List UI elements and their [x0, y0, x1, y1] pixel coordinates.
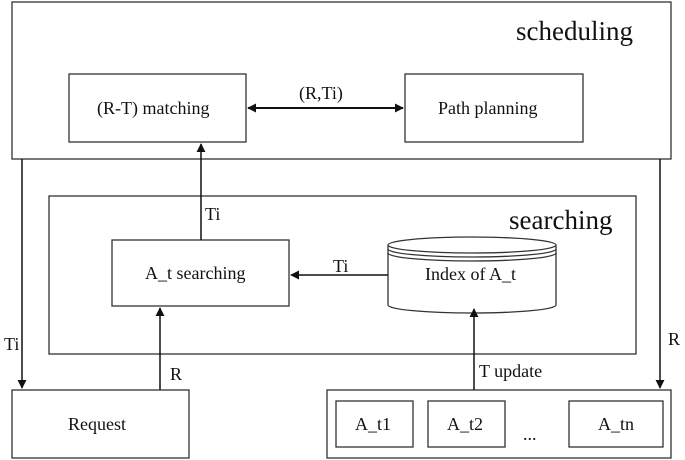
- a-tn-box: [568, 400, 664, 448]
- a-t1-label: A_t1: [355, 414, 391, 434]
- scheduling-title: scheduling: [516, 16, 633, 46]
- sched-to-trucks-edge-label: R: [668, 329, 681, 349]
- a-tn-label: A_tn: [598, 414, 634, 434]
- searching-frame: [48, 195, 637, 355]
- a-t1-box: [335, 400, 414, 448]
- searching-title: searching: [509, 205, 613, 235]
- request-to-search-edge-label: R: [170, 364, 183, 384]
- scheduling-frame: [11, 1, 672, 160]
- a-t2-label: A_t2: [447, 414, 483, 434]
- index-database-icon: [387, 236, 557, 314]
- path-planning-label: Path planning: [438, 98, 538, 118]
- rt-matching-box: [68, 73, 247, 143]
- index-label: Index of A_t: [425, 264, 516, 284]
- path-planning-box: [404, 73, 584, 143]
- ellipsis-label: ...: [523, 424, 537, 444]
- search-to-match-edge-label: Ti: [205, 204, 221, 224]
- sched-to-request-edge-label: Ti: [4, 334, 20, 354]
- rt-path-edge-label: (R,Ti): [299, 83, 343, 103]
- request-label: Request: [68, 414, 126, 434]
- a-t2-box: [427, 400, 506, 448]
- rt-matching-label: (R-T) matching: [97, 98, 210, 118]
- a-t-searching-label: A_t searching: [145, 263, 246, 283]
- a-t-searching-box: [111, 239, 290, 307]
- update-to-index-edge-label: T update: [479, 361, 543, 381]
- index-to-search-edge-label: Ti: [333, 256, 349, 276]
- request-box: [11, 389, 190, 459]
